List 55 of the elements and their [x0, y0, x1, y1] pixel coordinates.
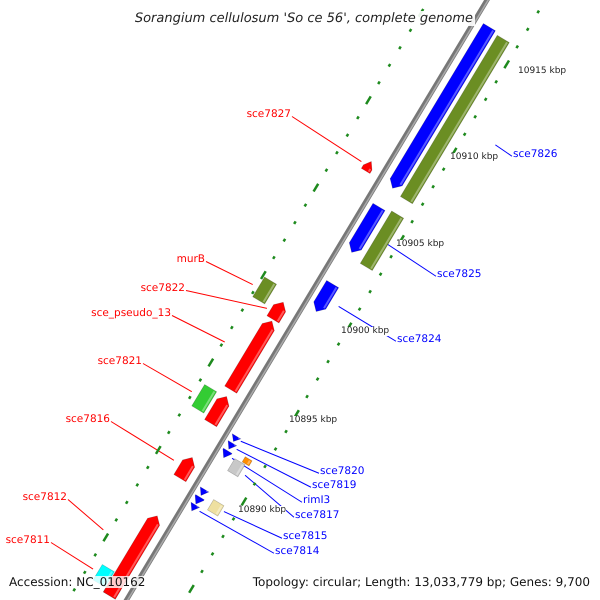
gene-label: sce7819 [312, 480, 356, 490]
gene-label: sce7820 [320, 466, 364, 476]
gene-label: sce7824 [397, 334, 442, 344]
gene-segment [228, 440, 237, 450]
gene-segment [348, 202, 386, 253]
leader-line [232, 458, 302, 503]
genome-summary-text: Topology: circular; Length: 13,033,779 bp; Genes: 9,700 [252, 576, 590, 588]
leader-line [199, 510, 274, 554]
leader-line [172, 315, 226, 342]
scale-label: 10895 kbp [289, 416, 338, 425]
gene-segment [224, 320, 275, 394]
gene-label: sce7814 [275, 546, 320, 556]
gene-label: sce7825 [437, 269, 482, 280]
gene-segment [252, 276, 277, 304]
gene-label: sce7811 [6, 535, 50, 546]
leader-line [206, 261, 254, 286]
scale-label: 10890 kbp [238, 506, 286, 515]
gene-label: sce7817 [295, 510, 340, 520]
gene-label: sce7826 [513, 149, 558, 160]
gene-label: murB [176, 254, 205, 264]
gene-segment [266, 302, 286, 324]
leader-line [240, 440, 320, 474]
gene-segment [191, 384, 218, 414]
leader-line [494, 144, 512, 157]
gene-label: rimI3 [303, 495, 330, 506]
gene-segment [313, 280, 340, 312]
gene-label: sce7816 [66, 414, 110, 424]
leader-line [236, 448, 312, 488]
leader-line [244, 474, 294, 518]
title: Sorangium cellulosum 'So ce 56', complete genome [132, 11, 475, 26]
gene-segment [173, 457, 195, 482]
gene-label: sce7812 [22, 492, 67, 502]
leader-line [110, 421, 174, 461]
gene-segment [360, 161, 372, 174]
gene-label: sce7815 [283, 531, 328, 542]
gene-segment [390, 23, 496, 189]
gene-segment [207, 499, 224, 516]
gene-segment [222, 448, 232, 458]
gene-label: sce7821 [98, 356, 142, 366]
gene-label: sce7822 [140, 283, 185, 294]
leader-line [68, 499, 104, 530]
gene-segment [232, 433, 242, 442]
leader-line [186, 290, 268, 309]
scale-label: 10915 kbp [518, 67, 566, 76]
leader-line [142, 363, 192, 392]
gene-label: sce7827 [246, 109, 291, 120]
leader-line [292, 116, 362, 162]
accession-text: Accession: NC_010162 [9, 576, 146, 588]
gene-segment [190, 502, 200, 512]
scale-label: 10905 kbp [396, 240, 444, 249]
leader-line [223, 511, 282, 539]
gene-segment [227, 458, 246, 478]
gene-label: sce_pseudo_13 [91, 308, 171, 318]
scale-label: 10910 kbp [450, 153, 498, 162]
scale-label: 10900 kbp [341, 327, 390, 336]
